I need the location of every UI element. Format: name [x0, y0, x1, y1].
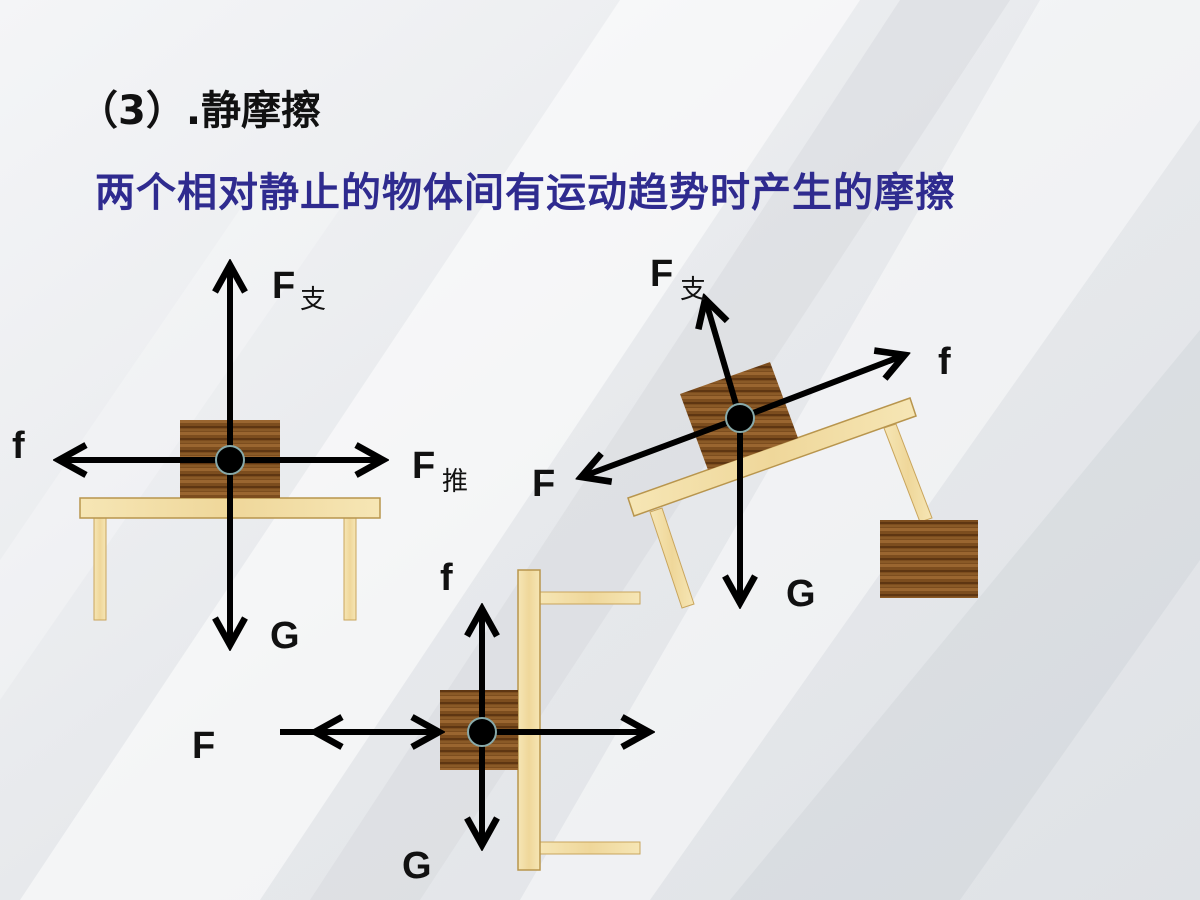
slide-subtitle: 两个相对静止的物体间有运动趋势时产生的摩擦 — [95, 169, 956, 216]
support-force-label: F — [272, 265, 295, 307]
center-point-inclined — [725, 403, 755, 433]
support-force-subscript: 支 — [300, 285, 326, 315]
friction-label: f — [12, 425, 25, 467]
push-force-subscript: 推 — [442, 467, 468, 497]
friction-label-inclined: f — [938, 341, 951, 383]
center-point-wall — [467, 717, 497, 747]
diagram-flat-table: F 支 f F 推 G — [12, 265, 468, 657]
wall-bracket-bottom — [539, 841, 641, 855]
pull-force-label-inclined: F — [532, 463, 555, 505]
wall-bracket-top — [539, 591, 641, 605]
inclined-leg-left — [649, 507, 695, 609]
slide-heading: （3）.静摩擦 — [78, 88, 322, 134]
wall-board — [517, 569, 541, 871]
gravity-label-wall: G — [402, 845, 432, 887]
table-leg-left — [93, 517, 107, 621]
friction-arrow-inclined — [738, 356, 902, 421]
hanging-weight — [880, 520, 978, 598]
diagram-inclined-table: F 支 f F G — [532, 253, 978, 615]
support-force-label-inclined: F — [650, 253, 673, 295]
support-force-arrow-inclined — [706, 302, 743, 419]
friction-label-wall: f — [440, 557, 453, 599]
inclined-table-top — [627, 397, 917, 517]
support-force-subscript-inclined: 支 — [680, 275, 706, 305]
gravity-label: G — [270, 615, 300, 657]
gravity-label-inclined: G — [786, 573, 816, 615]
pull-force-arrow-inclined — [584, 415, 742, 476]
push-force-label: F — [412, 445, 435, 487]
inclined-leg-right — [883, 423, 933, 523]
diagram-wall: f F G — [192, 557, 646, 887]
center-point — [215, 445, 245, 475]
table-leg-right — [343, 517, 357, 621]
press-force-label: F — [192, 725, 215, 767]
